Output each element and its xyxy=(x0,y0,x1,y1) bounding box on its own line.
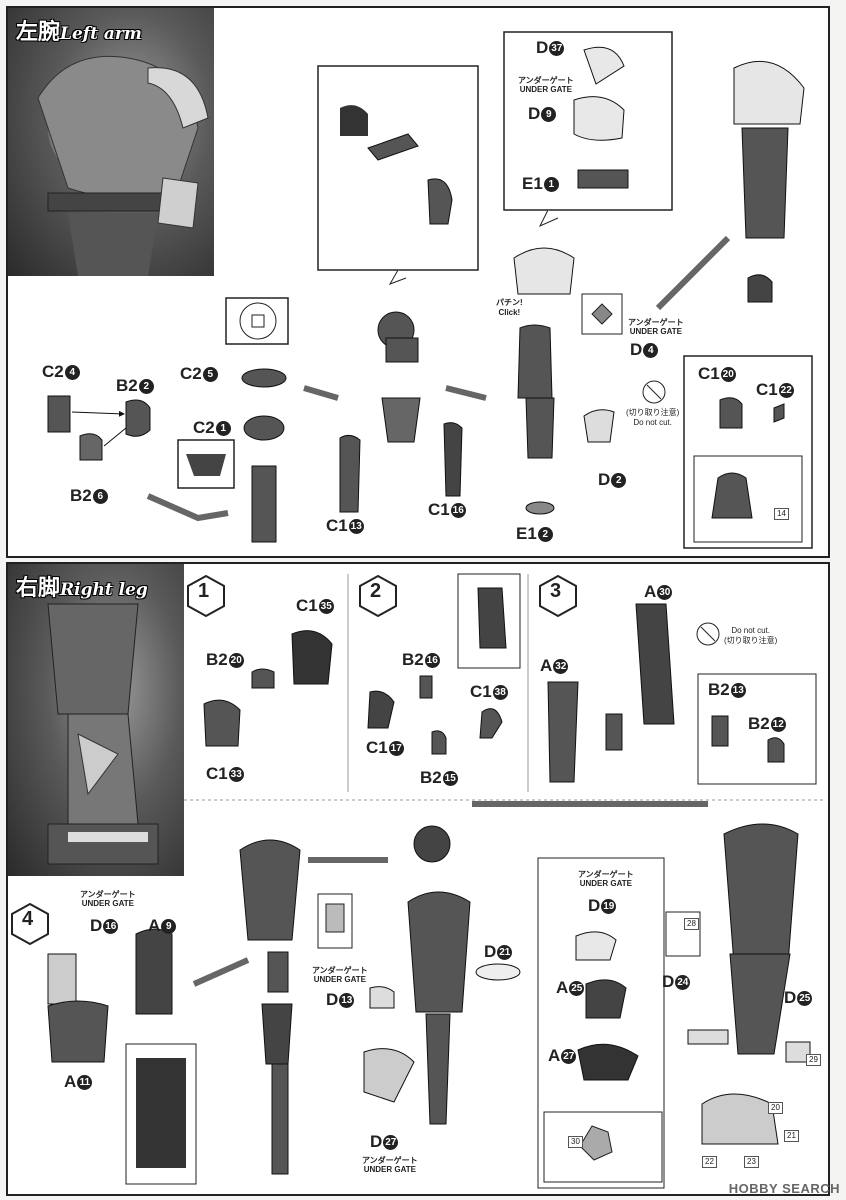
step-4-badge xyxy=(11,902,49,946)
right-leg-panel: 右脚Right leg xyxy=(6,562,830,1196)
left-arm-diagram xyxy=(47,31,813,549)
seal-number-23: 23 xyxy=(744,1156,759,1168)
right-leg-reference-photo: 右脚Right leg xyxy=(8,564,184,876)
step-3-number: 3 xyxy=(550,580,562,602)
seal-number-20: 20 xyxy=(768,1102,783,1114)
click-note: パチン!Click! xyxy=(496,298,523,317)
step-2-number: 2 xyxy=(370,580,382,602)
do-not-cut-note-2: Do not cut.(切り取り注意) xyxy=(724,626,778,645)
left-arm-title: 左腕Left arm xyxy=(16,19,142,45)
figure-torso-illustration xyxy=(37,55,209,276)
seal-number-30: 30 xyxy=(568,1136,583,1148)
seal-number-21: 21 xyxy=(784,1130,799,1142)
step-1-number: 1 xyxy=(198,580,210,602)
right-leg-title: 右脚Right leg xyxy=(16,575,148,601)
step-3-badge xyxy=(539,574,577,618)
left-arm-reference-photo: 左腕Left arm xyxy=(8,8,214,276)
step-4-number: 4 xyxy=(22,908,34,930)
seal-number-14: 14 xyxy=(774,508,789,520)
watermark: HOBBY SEARCH xyxy=(728,1181,840,1196)
do-not-cut-note-1: (切り取り注意)Do not cut. xyxy=(626,408,680,427)
step-1-badge xyxy=(187,574,225,618)
step-2-badge xyxy=(359,574,397,618)
left-arm-panel: 左腕Left arm C24 B22 B26 C25 C21 C26 C23 C… xyxy=(6,6,830,558)
seal-number-29: 29 xyxy=(806,1054,821,1066)
seal-number-22: 22 xyxy=(702,1156,717,1168)
seal-number-28: 28 xyxy=(684,918,699,930)
right-leg-diagram xyxy=(11,573,824,1189)
figure-leg-illustration xyxy=(47,603,159,865)
